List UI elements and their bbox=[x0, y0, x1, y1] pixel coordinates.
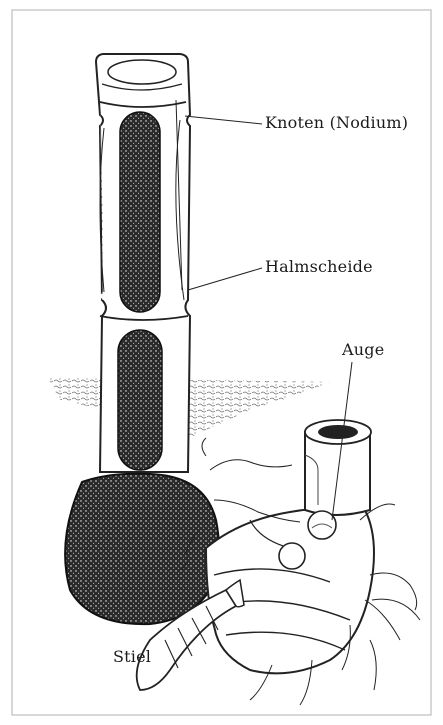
bud-secondary bbox=[279, 543, 305, 569]
internode-cavity-lower bbox=[118, 330, 162, 470]
label-auge: Auge bbox=[342, 340, 384, 359]
label-knoten: Knoten (Nodium) bbox=[265, 113, 408, 132]
new-shoot-opening bbox=[318, 425, 358, 439]
bud-eye bbox=[308, 511, 336, 539]
internode-cavity-upper bbox=[120, 112, 160, 312]
rhizome-base bbox=[65, 474, 219, 624]
label-halmscheide: Halmscheide bbox=[265, 257, 373, 276]
culm-top-opening bbox=[108, 60, 176, 84]
label-stiel: Stiel bbox=[113, 647, 151, 666]
